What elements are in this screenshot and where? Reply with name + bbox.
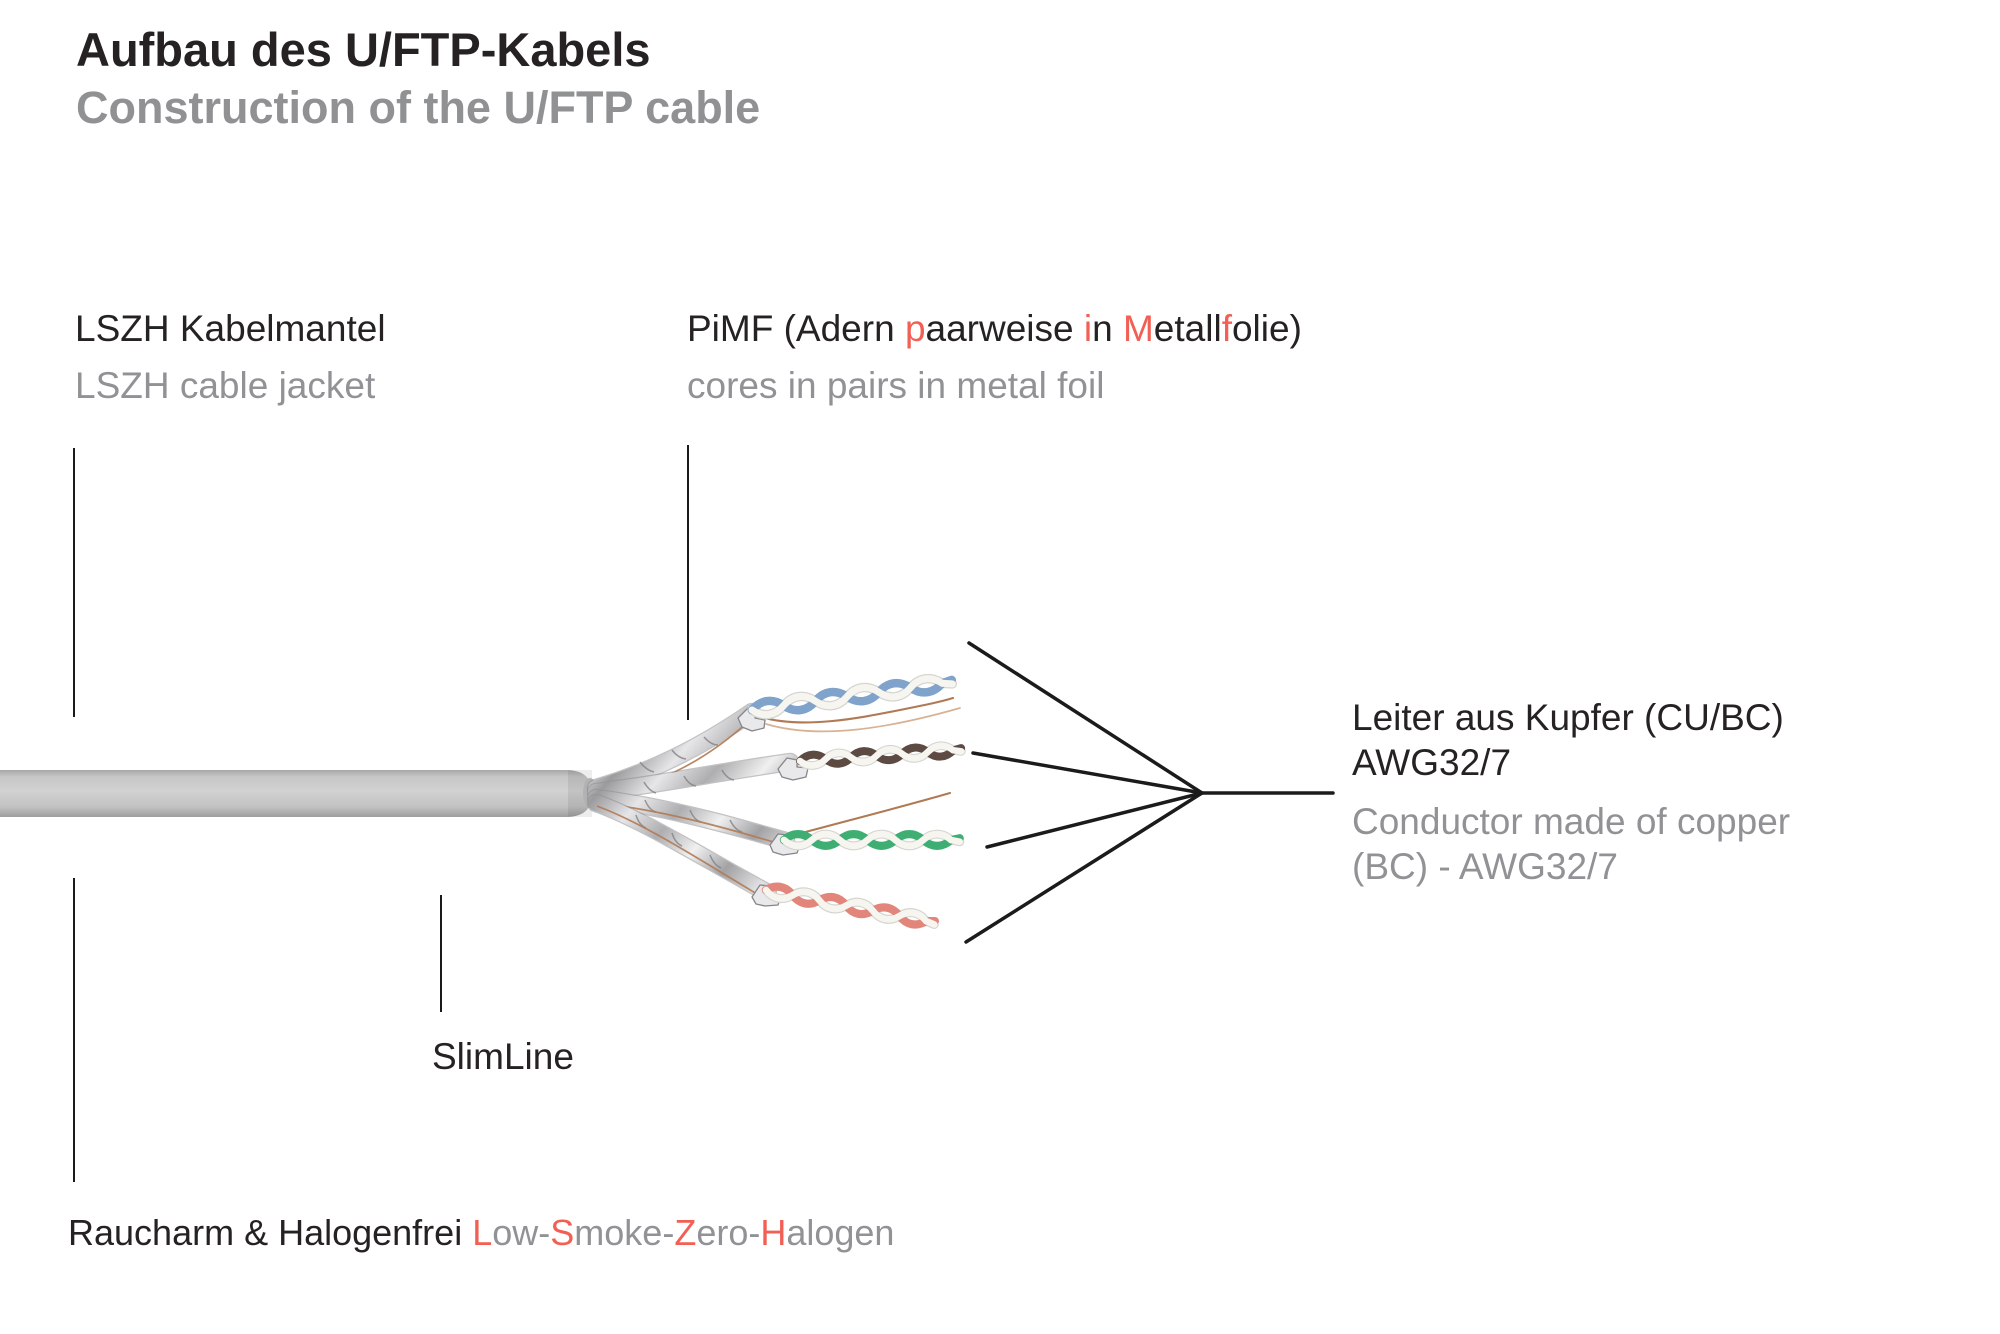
page-title: Aufbau des U/FTP-Kabels — [76, 23, 651, 76]
pimf-label-en: cores in pairs in metal foil — [687, 365, 1105, 406]
halogen-label: Raucharm & Halogenfrei Low-Smoke-Zero-Ha… — [68, 1210, 894, 1256]
slimline-label: SlimLine — [432, 1036, 574, 1077]
foil-sections — [586, 702, 800, 903]
conductor-pointer-lines — [964, 641, 1335, 944]
cable-jacket — [0, 770, 597, 817]
conductor-label-de-2: AWG32/7 — [1352, 742, 1512, 783]
conductor-label: Leiter aus Kupfer (CU/BC) AWG32/7 Conduc… — [1352, 695, 1790, 889]
jacket-label-en: LSZH cable jacket — [75, 365, 376, 406]
drain-wires — [756, 696, 961, 836]
header: Aufbau des U/FTP-Kabels Construction of … — [76, 22, 760, 134]
twisted-pair-blue — [751, 675, 953, 716]
pimf-leader-line — [687, 445, 689, 720]
conductor-label-en-1: Conductor made of copper — [1352, 801, 1791, 842]
conductor-label-en-2: (BC) - AWG32/7 — [1352, 846, 1618, 887]
twisted-pair-brown — [800, 744, 962, 766]
jacket-label-de: LSZH Kabelmantel — [75, 308, 386, 349]
slimline-leader-line — [440, 895, 442, 1012]
cable-illustration — [0, 641, 1335, 944]
pimf-label: PiMF (Adern paarweise in Metallfolie) co… — [687, 300, 1302, 414]
conductor-label-de-1: Leiter aus Kupfer (CU/BC) — [1352, 697, 1784, 738]
halogen-label-de: Raucharm & Halogenfrei — [68, 1212, 463, 1253]
page-subtitle: Construction of the U/FTP cable — [76, 82, 761, 133]
pimf-label-de: PiMF (Adern paarweise in Metallfolie) — [687, 308, 1302, 349]
halogen-label-en: Low-Smoke-Zero-Halogen — [472, 1212, 895, 1253]
twisted-pair-green — [784, 834, 960, 846]
jacket-leader-line — [73, 448, 75, 717]
jacket-label: LSZH Kabelmantel LSZH cable jacket — [75, 300, 386, 414]
halogen-leader-line — [73, 878, 75, 1182]
twisted-pair-salmon — [765, 884, 936, 928]
